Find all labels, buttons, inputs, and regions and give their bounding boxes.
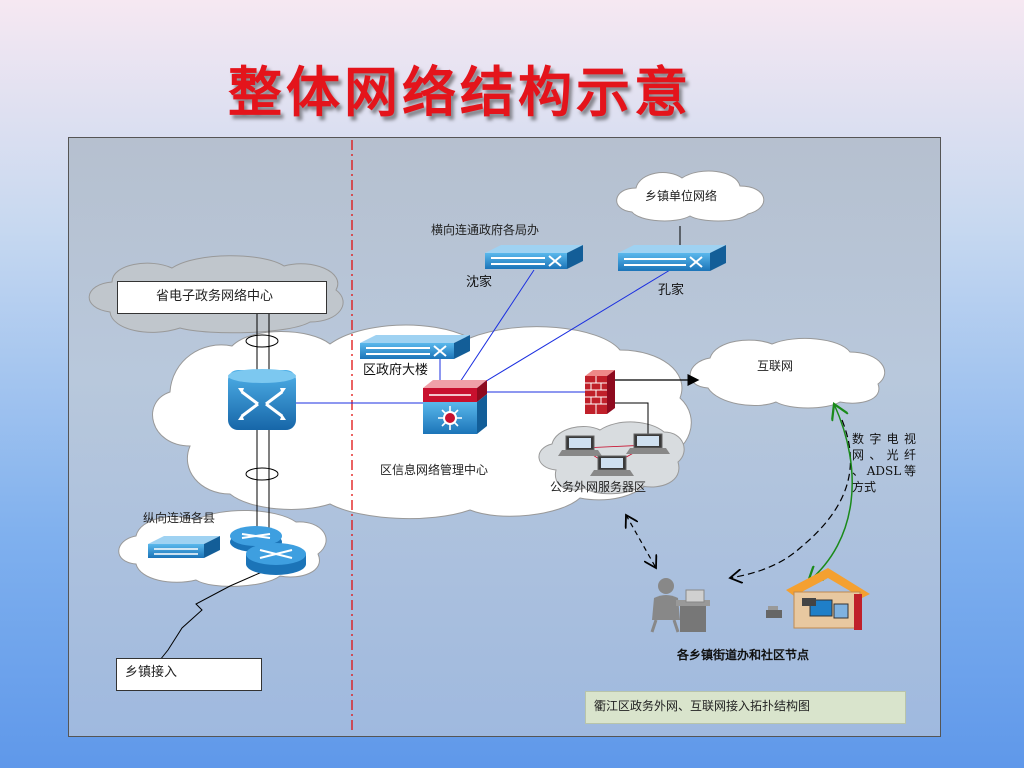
vertical-link-label: 纵向连通各县 [143, 511, 216, 525]
server-laptop-icon [626, 433, 670, 454]
server-laptop-icon [558, 435, 602, 456]
horizontal-link-label: 横向连通政府各局办 [431, 223, 540, 237]
access-methods-text: 数字电视 网、光纤 、ADSL等 方式 [852, 432, 916, 494]
router-icon [246, 543, 306, 575]
township-network-cloud [616, 170, 765, 222]
switch-icon [618, 245, 726, 271]
township-access-box: 乡镇接入 [116, 658, 262, 691]
diagram-caption: 衢江区政务外网、互联网接入拓扑结构图 [585, 691, 906, 724]
internet-label: 互联网 [757, 359, 794, 373]
switch-icon [148, 536, 220, 558]
firewall-icon [585, 370, 615, 414]
internet-cloud [689, 337, 886, 409]
core-switch-icon [423, 380, 487, 434]
township-network-label: 乡镇单位网络 [645, 189, 718, 203]
server-zone-label: 公务外网服务器区 [550, 480, 647, 494]
page-title: 整体网络结构示意 [228, 61, 692, 124]
province-center-box: 省电子政务网络中心 [117, 281, 327, 314]
house-icon [766, 568, 870, 630]
network-links [159, 226, 853, 661]
district-building-label: 区政府大楼 [363, 363, 429, 378]
router-icon [228, 369, 296, 430]
nodes-label: 各乡镇街道办和社区节点 [677, 648, 810, 662]
district-center-label: 区信息网络管理中心 [380, 463, 489, 477]
kongjia-label: 孔家 [658, 283, 685, 298]
shenjia-label: 沈家 [466, 275, 493, 290]
switch-icon [360, 335, 470, 359]
user-workstation-icon [650, 578, 710, 633]
switch-icon [485, 245, 583, 269]
server-laptop-icon [590, 455, 634, 476]
